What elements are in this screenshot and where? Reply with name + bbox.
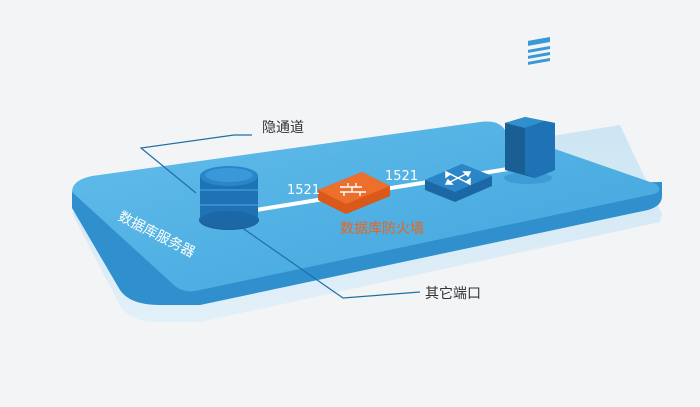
database-cylinder-icon [199,166,259,230]
network-switch-arrows-icon [425,164,492,202]
tunnel-label: 隐通道 [262,120,304,136]
port-label-left: 1521 [287,183,321,198]
db-firewall-label: 数据库防火墙 [340,221,424,237]
port-label-right: 1521 [385,169,419,184]
tunnel-callout-line [139,134,252,194]
tower-server-icon [504,37,555,184]
callout-lines [139,134,421,299]
other-ports-label: 其它端口 [425,286,481,302]
brick-wall-icon [318,172,390,214]
other-port-callout-line [227,217,421,299]
